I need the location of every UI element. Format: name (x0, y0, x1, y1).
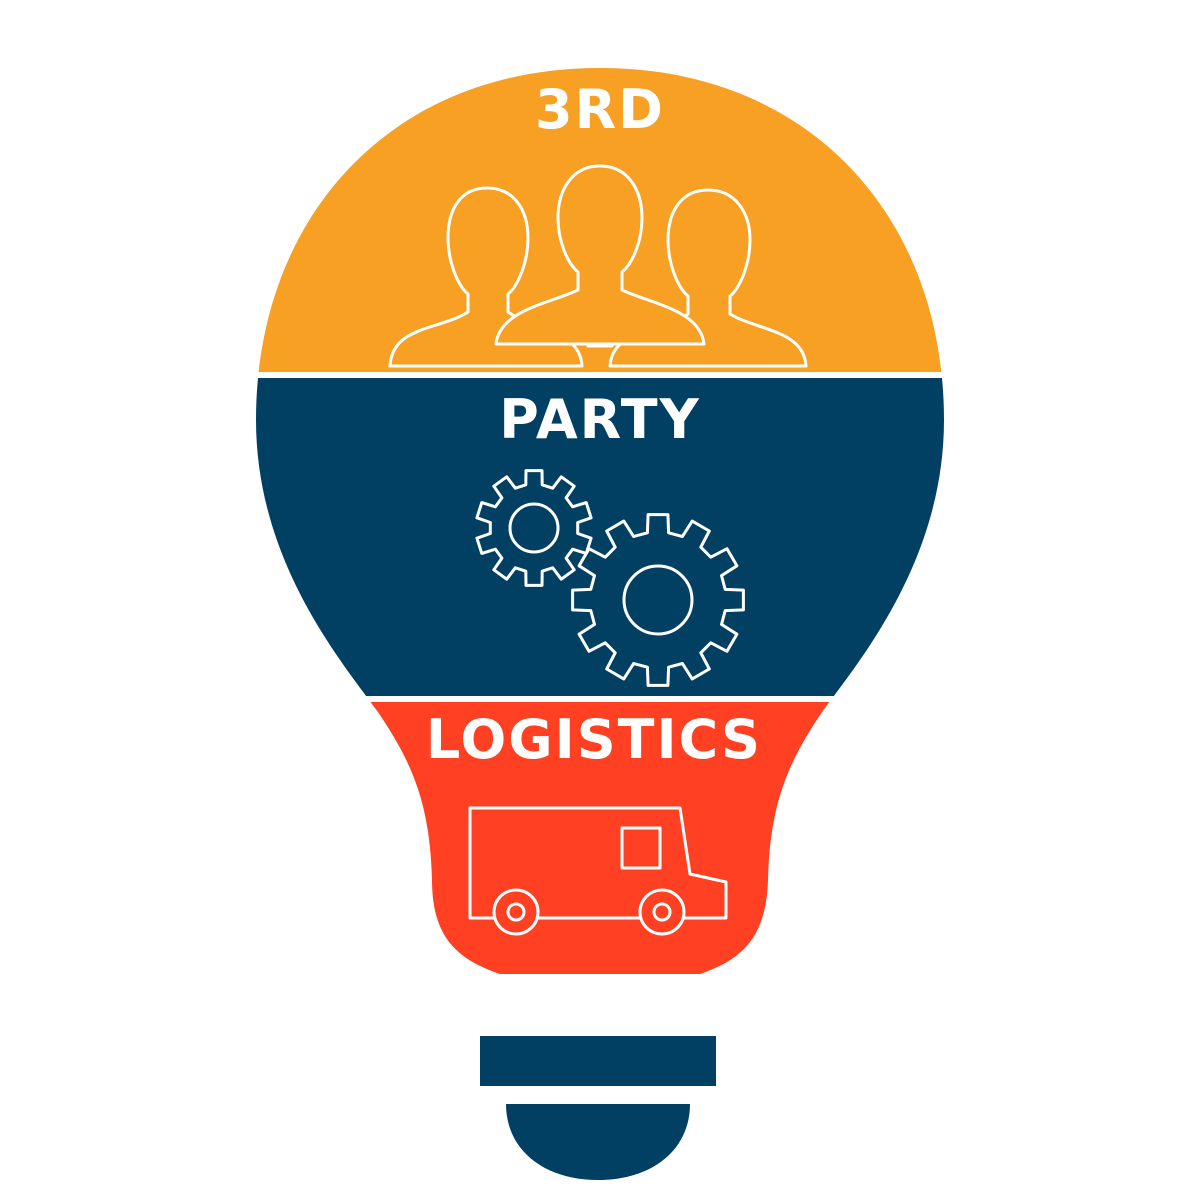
people-group-icon (388, 164, 808, 368)
label-party: PARTY (499, 388, 701, 451)
band-party (256, 378, 944, 696)
large-gear-icon (571, 513, 745, 687)
label-logistics: LOGISTICS (426, 708, 762, 771)
small-gear-hub (508, 502, 560, 554)
large-gear-hub (622, 564, 694, 636)
bulb-base-bar (480, 1036, 716, 1086)
bulb-base-cap (506, 1104, 690, 1180)
label-3rd: 3RD (535, 78, 665, 141)
bulb-base-icon (480, 1036, 716, 1180)
gears-icon (475, 469, 745, 687)
small-gear-icon (475, 469, 593, 587)
delivery-truck-icon (468, 806, 728, 936)
